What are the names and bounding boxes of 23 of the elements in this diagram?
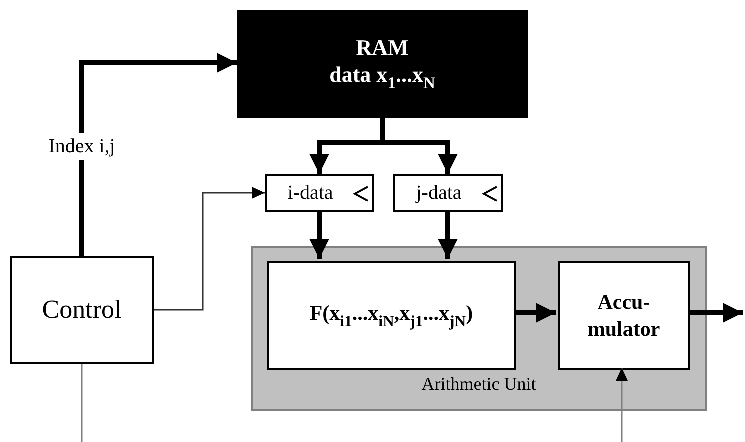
box-label: F(x$_{i1}$...x$_{iN}$,x$_{j1}$...x$_{jN}$) (310, 300, 474, 332)
arrow (80, 53, 237, 256)
box-label: Accu- mulator (586, 289, 662, 342)
block-title: RAM (356, 34, 409, 62)
arrow (688, 303, 743, 323)
box-label: i-data (288, 180, 334, 206)
register-box (265, 174, 374, 212)
arrow (310, 212, 330, 259)
process-box (267, 261, 516, 370)
arrow (438, 212, 458, 259)
register-box (393, 174, 503, 212)
process-box (10, 256, 154, 364)
box-label: data x$_{1}$...x$_{N}$ (330, 61, 436, 94)
arrow (616, 368, 628, 442)
arrow (154, 187, 265, 311)
memory-block (237, 10, 528, 118)
edge-label: Index i,j (48, 134, 116, 160)
box-label: Arithmetic Unit (422, 372, 536, 395)
box-label: Control (42, 294, 122, 326)
process-box (558, 261, 690, 370)
unit-panel (251, 246, 707, 411)
box-label: j-data (416, 180, 463, 206)
arrow (514, 303, 556, 323)
